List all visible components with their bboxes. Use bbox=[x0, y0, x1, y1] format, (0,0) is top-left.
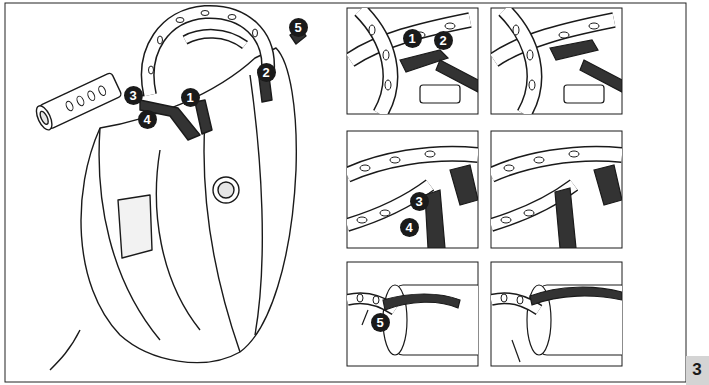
strap bbox=[195, 100, 212, 134]
detail-panel bbox=[494, 10, 622, 114]
callout-number: 4 bbox=[400, 218, 419, 237]
visor-window bbox=[118, 195, 152, 258]
callout-number: 2 bbox=[257, 63, 276, 82]
hood-illustration bbox=[33, 11, 306, 371]
figure-number: 3 bbox=[686, 357, 708, 383]
rear-band bbox=[185, 34, 245, 45]
hood-seam bbox=[99, 128, 160, 340]
callout-number: 5 bbox=[371, 313, 390, 332]
detail-panel bbox=[491, 285, 622, 362]
callout-number: 4 bbox=[138, 110, 157, 129]
hose-connector bbox=[33, 72, 122, 132]
callout-number: 3 bbox=[124, 86, 143, 105]
detail-panel bbox=[491, 151, 622, 248]
headband-fill bbox=[148, 12, 268, 95]
side-seam bbox=[250, 75, 262, 335]
headband-holes bbox=[149, 11, 258, 75]
outer-frame bbox=[5, 3, 686, 382]
callout-number: 1 bbox=[403, 29, 422, 48]
drawstring bbox=[50, 330, 80, 370]
detail-panel bbox=[347, 285, 478, 355]
headband bbox=[148, 12, 268, 95]
rear-band-fill bbox=[185, 34, 245, 45]
front-seam bbox=[204, 120, 240, 352]
detail-panel bbox=[347, 151, 478, 248]
callout-number: 5 bbox=[289, 18, 308, 37]
detail-panel bbox=[350, 10, 478, 114]
visor-edge bbox=[156, 150, 200, 330]
callout-number: 1 bbox=[181, 88, 200, 107]
callout-number: 3 bbox=[410, 192, 429, 211]
valve-knob bbox=[213, 177, 239, 203]
page-tab bbox=[686, 356, 709, 385]
callout-number: 2 bbox=[434, 31, 453, 50]
valve-knob-inner bbox=[218, 182, 234, 198]
